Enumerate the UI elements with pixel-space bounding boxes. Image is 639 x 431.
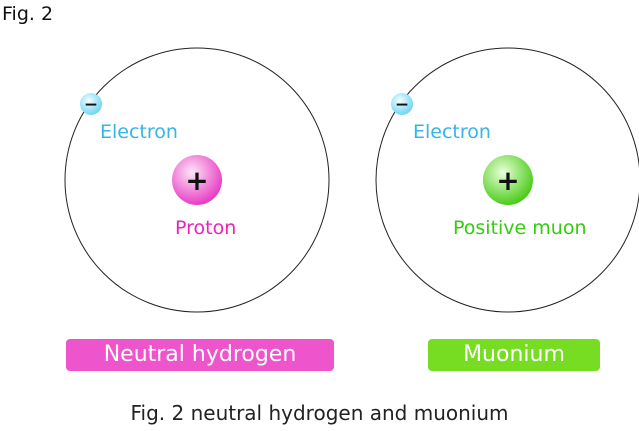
muonium-orbit	[375, 47, 639, 313]
electron-label: Electron	[100, 121, 178, 143]
proton-sign: +	[185, 164, 208, 197]
muonium-atom: − Electron + Positive muon	[375, 47, 639, 313]
muonium-electron: −	[391, 93, 413, 115]
proton: +	[172, 155, 222, 205]
positive-muon: +	[483, 155, 533, 205]
hydrogen-orbit	[64, 47, 330, 313]
muon-label: Positive muon	[453, 217, 587, 239]
muonium-name-badge: Muonium	[428, 339, 600, 371]
figure-label: Fig. 2	[2, 3, 54, 25]
proton-label: Proton	[175, 217, 236, 239]
electron-sign: −	[84, 95, 98, 115]
electron-label: Electron	[413, 121, 491, 143]
figure-caption: Fig. 2 neutral hydrogen and muonium	[130, 401, 509, 425]
muon-sign: +	[496, 164, 519, 197]
hydrogen-name-badge: Neutral hydrogen	[66, 339, 334, 371]
hydrogen-electron: −	[80, 93, 102, 115]
electron-sign: −	[395, 95, 409, 115]
hydrogen-atom: − Electron + Proton	[64, 47, 330, 313]
